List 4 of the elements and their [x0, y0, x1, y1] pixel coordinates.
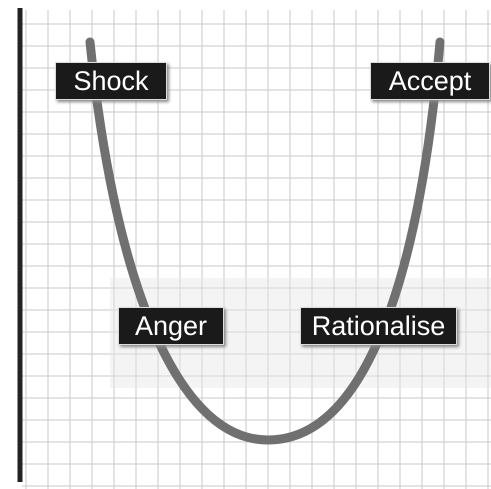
stage-label: Shock	[55, 62, 167, 100]
stage-label: Rationalise	[300, 307, 457, 345]
stage-label: Accept	[370, 62, 490, 100]
stage-label: Anger	[118, 307, 224, 345]
